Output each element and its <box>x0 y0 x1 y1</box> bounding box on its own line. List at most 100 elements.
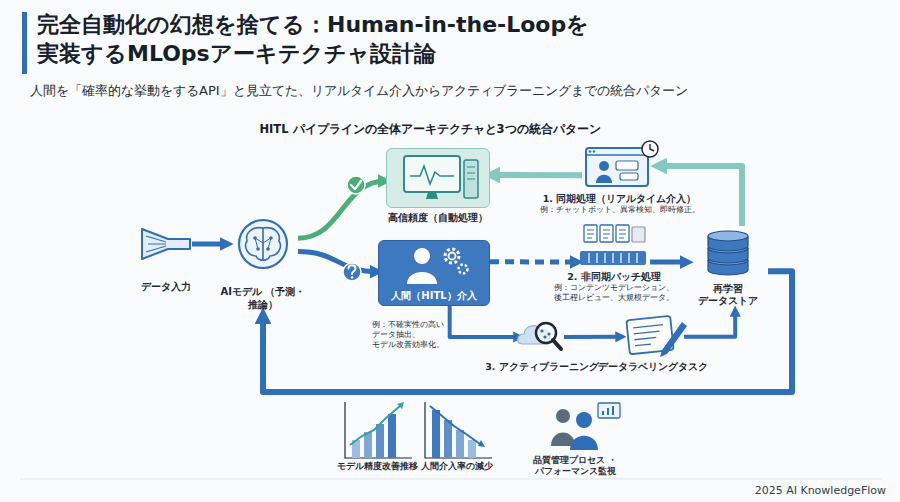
node-label: 2. 非同期バッチ処理 <box>544 271 684 283</box>
brain-icon <box>239 220 287 268</box>
node-label: AIモデル （予測・推論） <box>213 286 313 311</box>
node-label: データ入力 <box>126 281 206 294</box>
brain-icon <box>239 220 287 268</box>
browser-chat-icon <box>586 141 658 186</box>
page-title: 完全自動化の幻想を捨てる：Human-in-the-Loopを 実装するMLOp… <box>37 10 677 68</box>
funnel-icon <box>142 229 190 259</box>
sync-pattern-node: 1. 同期処理（リアルタイム介入）例：チャットボット、異常検知、即時修正。 <box>582 143 657 189</box>
batch-pattern-node: 2. 非同期バッチ処理例：コンテンツモデレーション、 後工程レビュー、大規模デー… <box>578 222 650 268</box>
page-subtitle: 人間を「確率的な挙動をするAPI」と見立てた、リアルタイム介入からアクティブラー… <box>30 83 890 99</box>
accuracy-chart-icon <box>397 402 404 409</box>
question-badge <box>351 276 354 279</box>
flow-arrow <box>650 260 688 265</box>
auto-process-box: 高信頼度（自動処理） <box>386 148 490 208</box>
title-bar <box>22 12 27 74</box>
magnifier-icon <box>553 340 561 349</box>
section-heading: HITL パイプラインの全体アーキテクチャと3つの統合パターン <box>210 122 650 136</box>
brain-icon <box>263 228 280 260</box>
labeling-doc-icon <box>626 316 687 357</box>
browser-chat-icon <box>616 161 638 170</box>
flow-arrow <box>192 241 228 246</box>
labeling-doc-icon <box>626 316 673 354</box>
batch-queue-icon <box>580 251 646 265</box>
accuracy-chart-icon <box>364 432 372 458</box>
intervention-chart-icon <box>425 402 492 458</box>
node-caption: 2. 非同期バッチ処理例：コンテンツモデレーション、 後工程レビュー、大規模デー… <box>544 271 684 303</box>
check-badge <box>347 176 365 194</box>
flow-arrow <box>564 335 622 339</box>
title-bar <box>22 12 27 74</box>
people-icon <box>576 412 592 428</box>
magnifier-icon <box>540 329 543 332</box>
accuracy-chart-icon <box>345 402 412 458</box>
human-process-box: 人間（HITL）介入 <box>378 240 490 306</box>
footer-credit: 2025 AI KnowledgeFlow <box>740 484 886 498</box>
magnifier-icon <box>518 326 550 344</box>
brain-icon <box>246 228 263 260</box>
people-icon <box>570 436 598 450</box>
input-node: データ入力 <box>140 225 192 263</box>
flow-arrow <box>263 271 792 392</box>
process-label: 品質管理プロセス ・パフォーマンス監視 <box>525 455 625 476</box>
magnifier-icon <box>536 323 556 343</box>
brain-icon <box>269 236 273 240</box>
flow-arrow <box>490 172 582 178</box>
labeling-doc-icon <box>633 325 665 346</box>
active-learning-node: 3. アクティブラーニング <box>520 315 564 355</box>
people-icon <box>598 403 620 418</box>
browser-chat-icon <box>596 175 612 183</box>
batch-queue-icon <box>600 225 613 242</box>
accuracy-chart-icon <box>345 402 412 458</box>
batch-queue-icon <box>632 227 645 242</box>
database-icon <box>708 236 748 251</box>
node-caption: データ入力 <box>126 281 206 294</box>
browser-chat-icon <box>586 154 648 156</box>
node-caption: 1. 同期処理（リアルタイム介入）例：チャットボット、異常検知、即時修正。 <box>530 193 710 215</box>
browser-chat-icon <box>620 173 638 180</box>
intervention-chart-icon <box>468 440 476 458</box>
labeling-doc-icon <box>660 322 687 357</box>
browser-chat-icon <box>650 144 654 151</box>
intervention-chart-icon <box>425 402 492 458</box>
accuracy-chart-icon <box>376 424 384 458</box>
node-caption: AIモデル （予測・推論） <box>213 286 313 311</box>
node-label: 3. アクティブラーニング <box>477 361 607 373</box>
node-caption: 高信頼度（自動処理） <box>368 212 508 225</box>
brain-icon <box>256 247 260 251</box>
intervention-chart-icon <box>432 410 440 458</box>
node-label: データラベリングタスク <box>588 361 718 373</box>
check-badge <box>351 181 361 189</box>
question-badge <box>349 265 356 274</box>
database-icon <box>708 260 748 275</box>
browser-chat-icon <box>642 141 658 157</box>
people-icon <box>556 409 570 423</box>
labeling-doc-icon <box>626 316 673 354</box>
node-label: 人間（HITL）介入 <box>379 290 489 303</box>
batch-queue-icon <box>587 230 626 238</box>
batch-queue-icon <box>616 225 629 242</box>
node-caption: データラベリングタスク <box>588 361 718 373</box>
question-badge <box>343 263 361 281</box>
people-icon <box>603 406 613 415</box>
note-text: 例：不確実性の高い データ抽出、 モデル改善効率化。 <box>372 320 456 350</box>
footer-rule <box>20 479 882 480</box>
brain-icon <box>266 247 270 251</box>
flow-arrow <box>490 259 578 264</box>
browser-chat-icon <box>586 148 648 186</box>
node-label: 1. 同期処理（リアルタイム介入） <box>530 193 710 205</box>
labeling-task-node: データラベリングタスク <box>622 315 684 357</box>
flow-arrow <box>298 181 386 238</box>
datastore-node: 再学習 データストア <box>688 226 768 310</box>
chart-label: 人間介入率の減少 <box>412 461 502 472</box>
intervention-chart-icon <box>478 440 485 447</box>
batch-queue-icon <box>584 225 597 242</box>
browser-chat-icon <box>599 161 609 171</box>
browser-chat-icon <box>593 150 595 152</box>
flow-arrow <box>298 252 378 272</box>
accuracy-chart-icon <box>352 440 360 458</box>
people-icon <box>551 433 575 447</box>
intervention-chart-icon <box>430 406 480 444</box>
batch-queue-icon <box>580 225 646 265</box>
node-caption: 再学習 データストア <box>683 283 773 307</box>
